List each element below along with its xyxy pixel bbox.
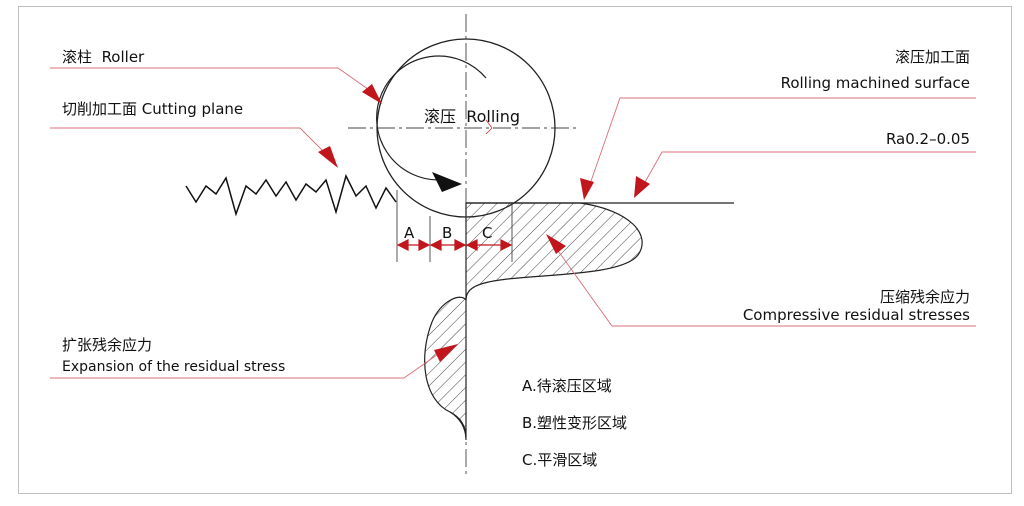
diagram-frame [18,6,1012,494]
arrowhead-expansion [434,344,458,362]
arrowhead-roller [362,84,382,104]
roller-label: 滚柱 Roller [62,48,144,66]
roller-label-en: Roller [101,48,145,66]
leader-cutting [50,127,329,157]
zone-arrows [396,239,513,251]
rotation-arrow-head [432,172,462,192]
compressive-label-cn: 压缩残余应力 [879,288,970,306]
zone-b-label: B [442,224,453,242]
arrowhead-cutting [318,146,338,168]
roughness-label: Ra0.2–0.05 [885,130,970,148]
arrowhead-roughness [634,176,650,198]
arrowhead-machined [580,178,594,200]
legend-item-b: B.塑性变形区域 [522,414,628,432]
leader-expansion [50,349,445,379]
expansion-stress-region [424,296,467,439]
rolling-label: 滚压 Rolling [424,108,520,126]
compressive-stress-region [465,202,643,301]
machined-label-en: Rolling machined surface [780,74,970,92]
expansion-label-en: Expansion of the residual stress [62,359,286,375]
compressive-label-en: Compressive residual stresses [742,306,970,324]
leader-machined [589,97,976,185]
cutting-label: 切削加工面 Cutting plane [62,100,243,118]
leader-roughness [643,151,976,185]
cutting-label-en: Cutting plane [141,100,244,118]
expansion-stress-tail [449,411,467,441]
legend-item-a: A.待滚压区域 [522,377,612,395]
cutting-label-cn: 切削加工面 [62,100,138,118]
arrowhead-compressive [546,234,566,254]
small-up-arrow [485,119,493,135]
rolling-label-cn: 滚压 [424,107,457,126]
leader-roller [50,67,373,93]
zone-a-label: A [404,224,415,242]
expansion-label-cn: 扩张残余应力 [62,336,153,354]
rolling-label-en: Rolling [466,107,521,126]
legend-item-c: C.平滑区域 [522,451,598,469]
roller-label-cn: 滚柱 [62,48,93,66]
machined-label-cn: 滚压加工面 [894,48,970,66]
rotation-arrow [376,55,487,181]
leader-compressive [555,247,976,327]
zone-c-label: C [482,224,493,242]
cutting-surface-zigzag [185,173,397,217]
